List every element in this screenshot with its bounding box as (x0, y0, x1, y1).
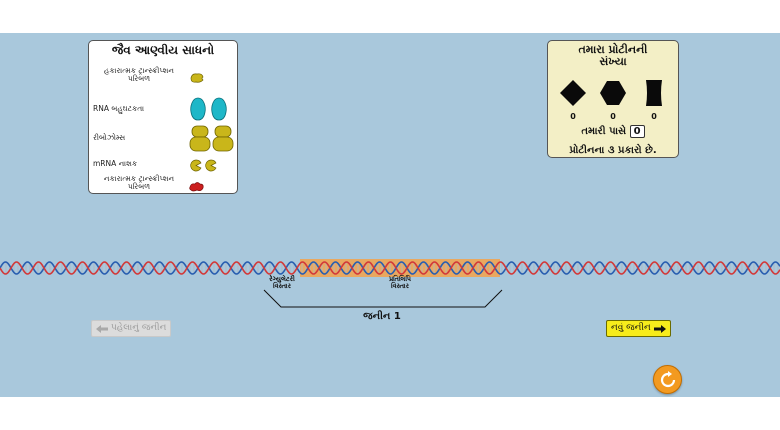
positive-tf-label: હકારાત્મક ટ્રાન્સ્ક્રીપ્શન પરિબળ (104, 66, 174, 83)
transcribed-region-label: પ્રતિલિપિ વિસ્તાર (388, 275, 412, 290)
have-label: તમારી પાસે (581, 126, 627, 137)
barrel-protein-count: 0 (651, 112, 657, 121)
mrna-destroyer-label: mRNA નાશક (93, 159, 138, 168)
protein-barrel-slot: 0 (639, 79, 669, 121)
previous-gene-label: પહેલાનું જનીન (111, 323, 167, 333)
mrna-destroyer-icon[interactable] (189, 159, 219, 172)
protein-counter-title: તમારા પ્રોટીનની સંખ્યા (578, 43, 648, 68)
positive-transcription-factor-icon[interactable] (189, 72, 205, 84)
dna-strand-blue (0, 261, 780, 275)
gene-label: જનીન 1 (363, 311, 401, 322)
diamond-protein-icon (560, 80, 586, 106)
arrow-left-icon (96, 324, 108, 333)
protein-have-row: તમારી પાસે 0 (548, 125, 678, 138)
arrow-right-icon (653, 324, 666, 333)
reset-button[interactable] (653, 365, 682, 394)
have-value: 0 (629, 125, 645, 138)
hexagon-protein-count: 0 (610, 112, 616, 121)
next-gene-label: નવું જનીન (611, 323, 651, 333)
toolbox-item-rna-polymerase[interactable]: RNA બહુઘટકતા (93, 97, 235, 121)
toolbox-item-ribosome[interactable]: રીબોઝોમ્સ (93, 125, 235, 153)
protein-hexagon-slot: 0 (598, 79, 628, 121)
protein-counter-panel: તમારા પ્રોટીનની સંખ્યા 0 0 0 તમારી પાસે … (547, 40, 679, 158)
dna-molecule (0, 259, 780, 277)
dna-strand-red (0, 261, 780, 275)
negative-tf-label: નકારાત્મક ટ્રાન્સ્ક્રીપ્શન પરિબળ (103, 174, 175, 191)
diamond-protein-count: 0 (570, 112, 576, 121)
ribosome-icon[interactable] (189, 125, 235, 153)
protein-types-label: પ્રોટીનના ૩ પ્રકારો છે. (569, 145, 657, 156)
toolbox-item-mrna-destroyer[interactable]: mRNA નાશક (93, 157, 235, 172)
negative-transcription-factor-icon[interactable] (189, 181, 205, 193)
toolbox-item-positive-tf[interactable]: હકારાત્મક ટ્રાન્સ્ક્રીપ્શન પરિબળ (93, 67, 235, 85)
gene-bracket (263, 289, 503, 308)
rna-polymerase-label: RNA બહુઘટકતા (93, 104, 145, 113)
toolbox-title: જૈવ આણ્વીય સાધનો (111, 43, 215, 57)
regulatory-region-label: રેગ્યુલેટરી વિસ્તાર (269, 275, 295, 290)
protein-diamond-slot: 0 (558, 79, 588, 121)
previous-gene-button[interactable]: પહેલાનું જનીન (91, 320, 172, 337)
reset-icon (660, 370, 675, 387)
hexagon-protein-icon (600, 81, 626, 105)
biomolecule-toolbox: જૈવ આણ્વીય સાધનો હકારાત્મક ટ્રાન્સ્ક્રીપ… (88, 40, 238, 194)
simulation-area: જૈવ આણ્વીય સાધનો હકારાત્મક ટ્રાન્સ્ક્રીપ… (0, 33, 780, 397)
barrel-protein-icon (646, 80, 662, 106)
ribosome-label: રીબોઝોમ્સ (93, 133, 126, 142)
toolbox-item-negative-tf[interactable]: નકારાત્મક ટ્રાન્સ્ક્રીપ્શન પરિબળ (93, 175, 235, 193)
next-gene-button[interactable]: નવું જનીન (606, 320, 671, 337)
rna-polymerase-icon[interactable] (189, 97, 229, 121)
